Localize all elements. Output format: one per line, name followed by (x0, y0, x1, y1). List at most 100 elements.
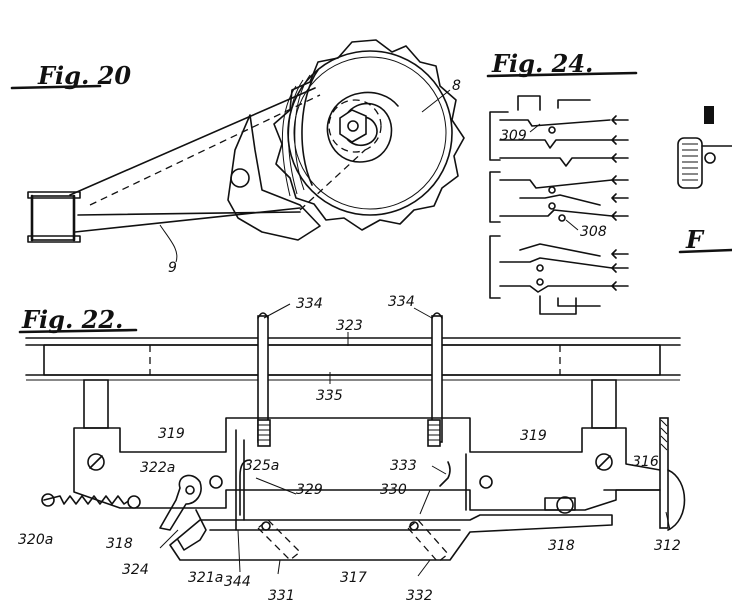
fig22-label-316: 316 (632, 454, 659, 470)
fig24-arrow-2 (611, 135, 629, 145)
fig24-bottom-bracket-2 (557, 297, 601, 307)
fig24-top-bracket (517, 95, 541, 111)
fig24-arrow-9 (611, 281, 629, 291)
fig22-label-334-left: 334 (296, 296, 323, 312)
fig20-leader-8 (421, 89, 451, 113)
fig22-curve-312 (667, 469, 686, 531)
fig20-drum-outer (287, 50, 453, 216)
fig20-hidden-line-1 (299, 149, 366, 211)
fig24-arrow-3 (611, 153, 629, 163)
fig20-band-lower (74, 207, 301, 233)
fig22-spring-anchor (41, 493, 55, 507)
fig22-leader-344 (237, 529, 241, 573)
fig24-arrow-5 (611, 193, 629, 203)
fig22-pin-318-left (127, 495, 141, 509)
fig20-hub-center (347, 120, 359, 132)
fig22-link-331 (257, 519, 301, 561)
fig24-contact-4 (558, 214, 566, 222)
fig24-spring-2 (499, 139, 613, 149)
fig20-hub-nut (339, 109, 367, 143)
fig24-arrow-8 (611, 263, 629, 273)
fig20-roller (31, 195, 75, 241)
fig24-top-bracket-2 (557, 99, 591, 109)
fig22-leader-312 (665, 511, 671, 531)
fig22-post-left (83, 379, 109, 429)
fig22-label-325a: 325a (244, 458, 279, 474)
fig24-contact-2 (548, 186, 556, 194)
partial-figure-title: F (685, 225, 705, 254)
fig24-spring-9 (499, 285, 613, 293)
fig22-leader-331 (277, 559, 281, 575)
fig24-spring-5 (519, 194, 601, 206)
fig20-drum-inner (293, 56, 447, 210)
fig22-link-332 (407, 519, 449, 563)
fig22-bracket-316-teeth (660, 419, 668, 451)
fig22-leader-324 (159, 529, 179, 549)
fig22-label-329: 329 (296, 482, 323, 498)
fig22-spring-coil-right-lines (428, 424, 440, 441)
fig22-post-right (591, 379, 617, 429)
fig20-spring-coil-left (301, 69, 319, 186)
fig22-arm-left (239, 459, 251, 516)
fig24-arrow-1 (611, 115, 629, 125)
fig22-spring-coil-left-lines (258, 424, 270, 441)
fig24-contact-1 (548, 126, 556, 134)
fig20-leader-9 (159, 224, 178, 263)
figure-24-drawing: Fig. 24. (486, 49, 638, 315)
fig22-label-334-right: 334 (388, 294, 415, 310)
fig22-slot-318-right (544, 497, 576, 511)
fig20-bracket-hole (230, 168, 250, 188)
fig20-title: Fig. 20 (37, 61, 131, 90)
fig22-bar-317 (169, 514, 613, 561)
fig24-leader-309 (529, 123, 541, 133)
fig22-leader-334b (413, 307, 433, 319)
fig24-spring-8 (499, 257, 613, 269)
fig20-hidden-line-2 (89, 94, 321, 206)
partial-knob-top (704, 106, 714, 124)
fig24-contact-5 (536, 264, 544, 272)
fig24-bracket-1 (489, 111, 509, 161)
fig22-link-331-pin (261, 521, 271, 531)
fig24-arrows (611, 115, 629, 291)
fig22-screw-left-slot (89, 455, 103, 469)
fig20-underline (10, 84, 102, 90)
fig22-label-318-right: 318 (548, 538, 575, 554)
fig20-spring-coil-left-4 (281, 85, 297, 197)
fig22-label-323: 323 (336, 318, 363, 334)
partial-underline (678, 248, 732, 254)
fig20-band-mid (77, 211, 301, 216)
fig22-label-344: 344 (224, 574, 251, 590)
fig22-spring-coil-left (257, 419, 271, 447)
fig20-band-upper (69, 87, 316, 196)
fig24-spring-6 (499, 209, 613, 217)
fig22-rod-right-top (431, 312, 443, 319)
fig22-label-319-left: 319 (158, 426, 185, 442)
fig22-link-332-pin (409, 521, 419, 531)
fig22-title: Fig. 22. (21, 305, 123, 334)
fig22-label-335: 335 (316, 388, 343, 404)
fig24-contact-3 (548, 202, 556, 210)
figure-20-drawing: Fig. 20 8 9 (10, 39, 465, 276)
fig22-screw-right-slot (597, 455, 611, 469)
fig20-hidden-hub (328, 99, 382, 153)
fig20-spring-coil-left-2 (294, 74, 311, 191)
fig24-arrow-4 (611, 175, 629, 185)
fig22-bracket-316 (659, 417, 669, 529)
fig22-label-319-right: 319 (520, 428, 547, 444)
fig22-label-318-left: 318 (106, 536, 133, 552)
fig22-label-322a: 322a (140, 460, 175, 476)
fig24-spring-1 (499, 119, 611, 127)
partial-knurl-lines (682, 143, 698, 181)
fig22-spring-coil-right (427, 419, 441, 447)
fig22-screw-mid-left (209, 475, 223, 489)
fig24-bracket-3 (489, 235, 501, 299)
fig24-underline (486, 71, 638, 78)
fig22-latch-321a (177, 509, 207, 551)
fig24-spring-7 (519, 243, 601, 257)
fig22-leader-332 (417, 559, 431, 577)
fig22-label-331: 331 (268, 588, 295, 604)
fig24-arrow-7 (611, 249, 629, 259)
fig20-spring-coil-left-3 (288, 79, 304, 195)
fig22-arm-right (439, 461, 451, 487)
